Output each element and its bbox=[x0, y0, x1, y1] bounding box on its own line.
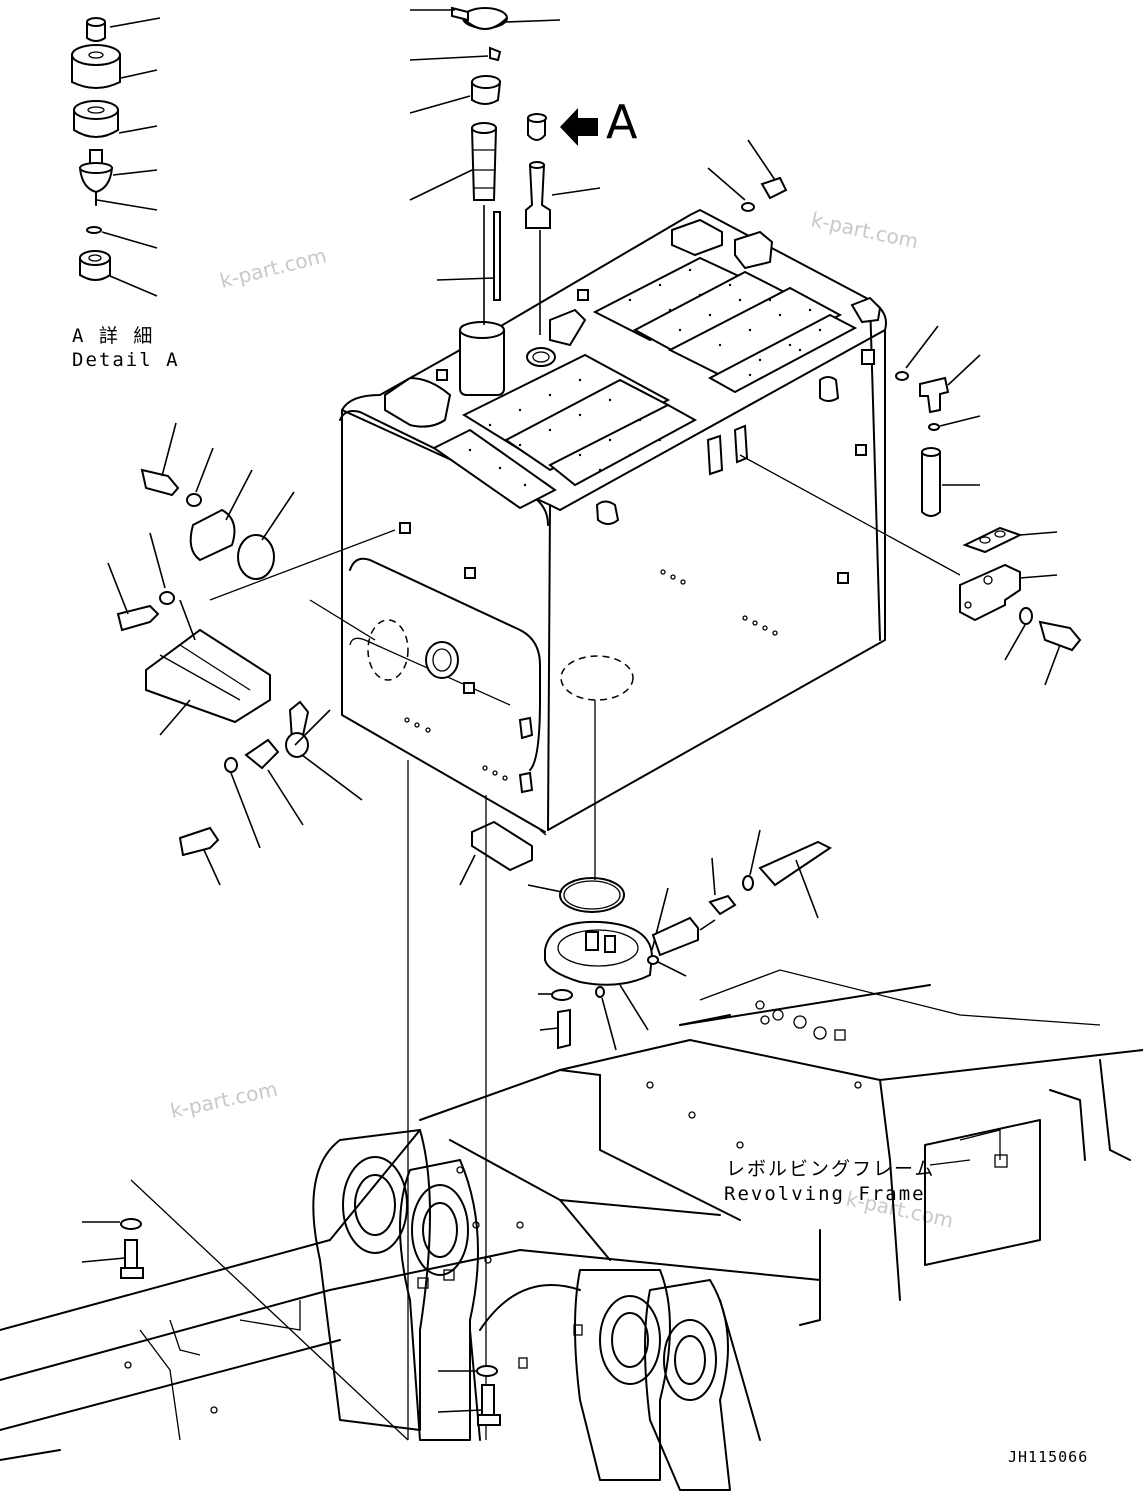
drawing-code: JH115066 bbox=[1008, 1448, 1088, 1466]
detail-a-parts: A 詳 細 Detail A bbox=[71, 17, 180, 371]
left-side-parts bbox=[107, 422, 396, 886]
drain-parts bbox=[459, 700, 832, 1051]
frame-label: レボルビングフレーム Revolving Frame bbox=[724, 1158, 935, 1205]
detail-a-label-en: Detail A bbox=[72, 349, 180, 371]
hydraulic-tank bbox=[339, 209, 887, 833]
watermark-3: k-part.com bbox=[168, 1077, 280, 1123]
revolving-frame bbox=[0, 969, 1143, 1491]
watermark-2: k-part.com bbox=[809, 207, 921, 253]
right-side-parts bbox=[707, 139, 1082, 686]
mount-bolts bbox=[81, 760, 547, 1441]
revolving-frame-label-en: Revolving Frame bbox=[724, 1183, 926, 1205]
view-a-marker: A bbox=[606, 95, 638, 149]
watermarks: k-part.com k-part.com k-part.com k-part.… bbox=[168, 207, 955, 1232]
watermark-1: k-part.com bbox=[217, 243, 328, 293]
filler-parts: A bbox=[409, 6, 638, 335]
detail-a-label-jp: A 詳 細 bbox=[72, 325, 154, 347]
revolving-frame-label-jp: レボルビングフレーム bbox=[726, 1158, 935, 1180]
